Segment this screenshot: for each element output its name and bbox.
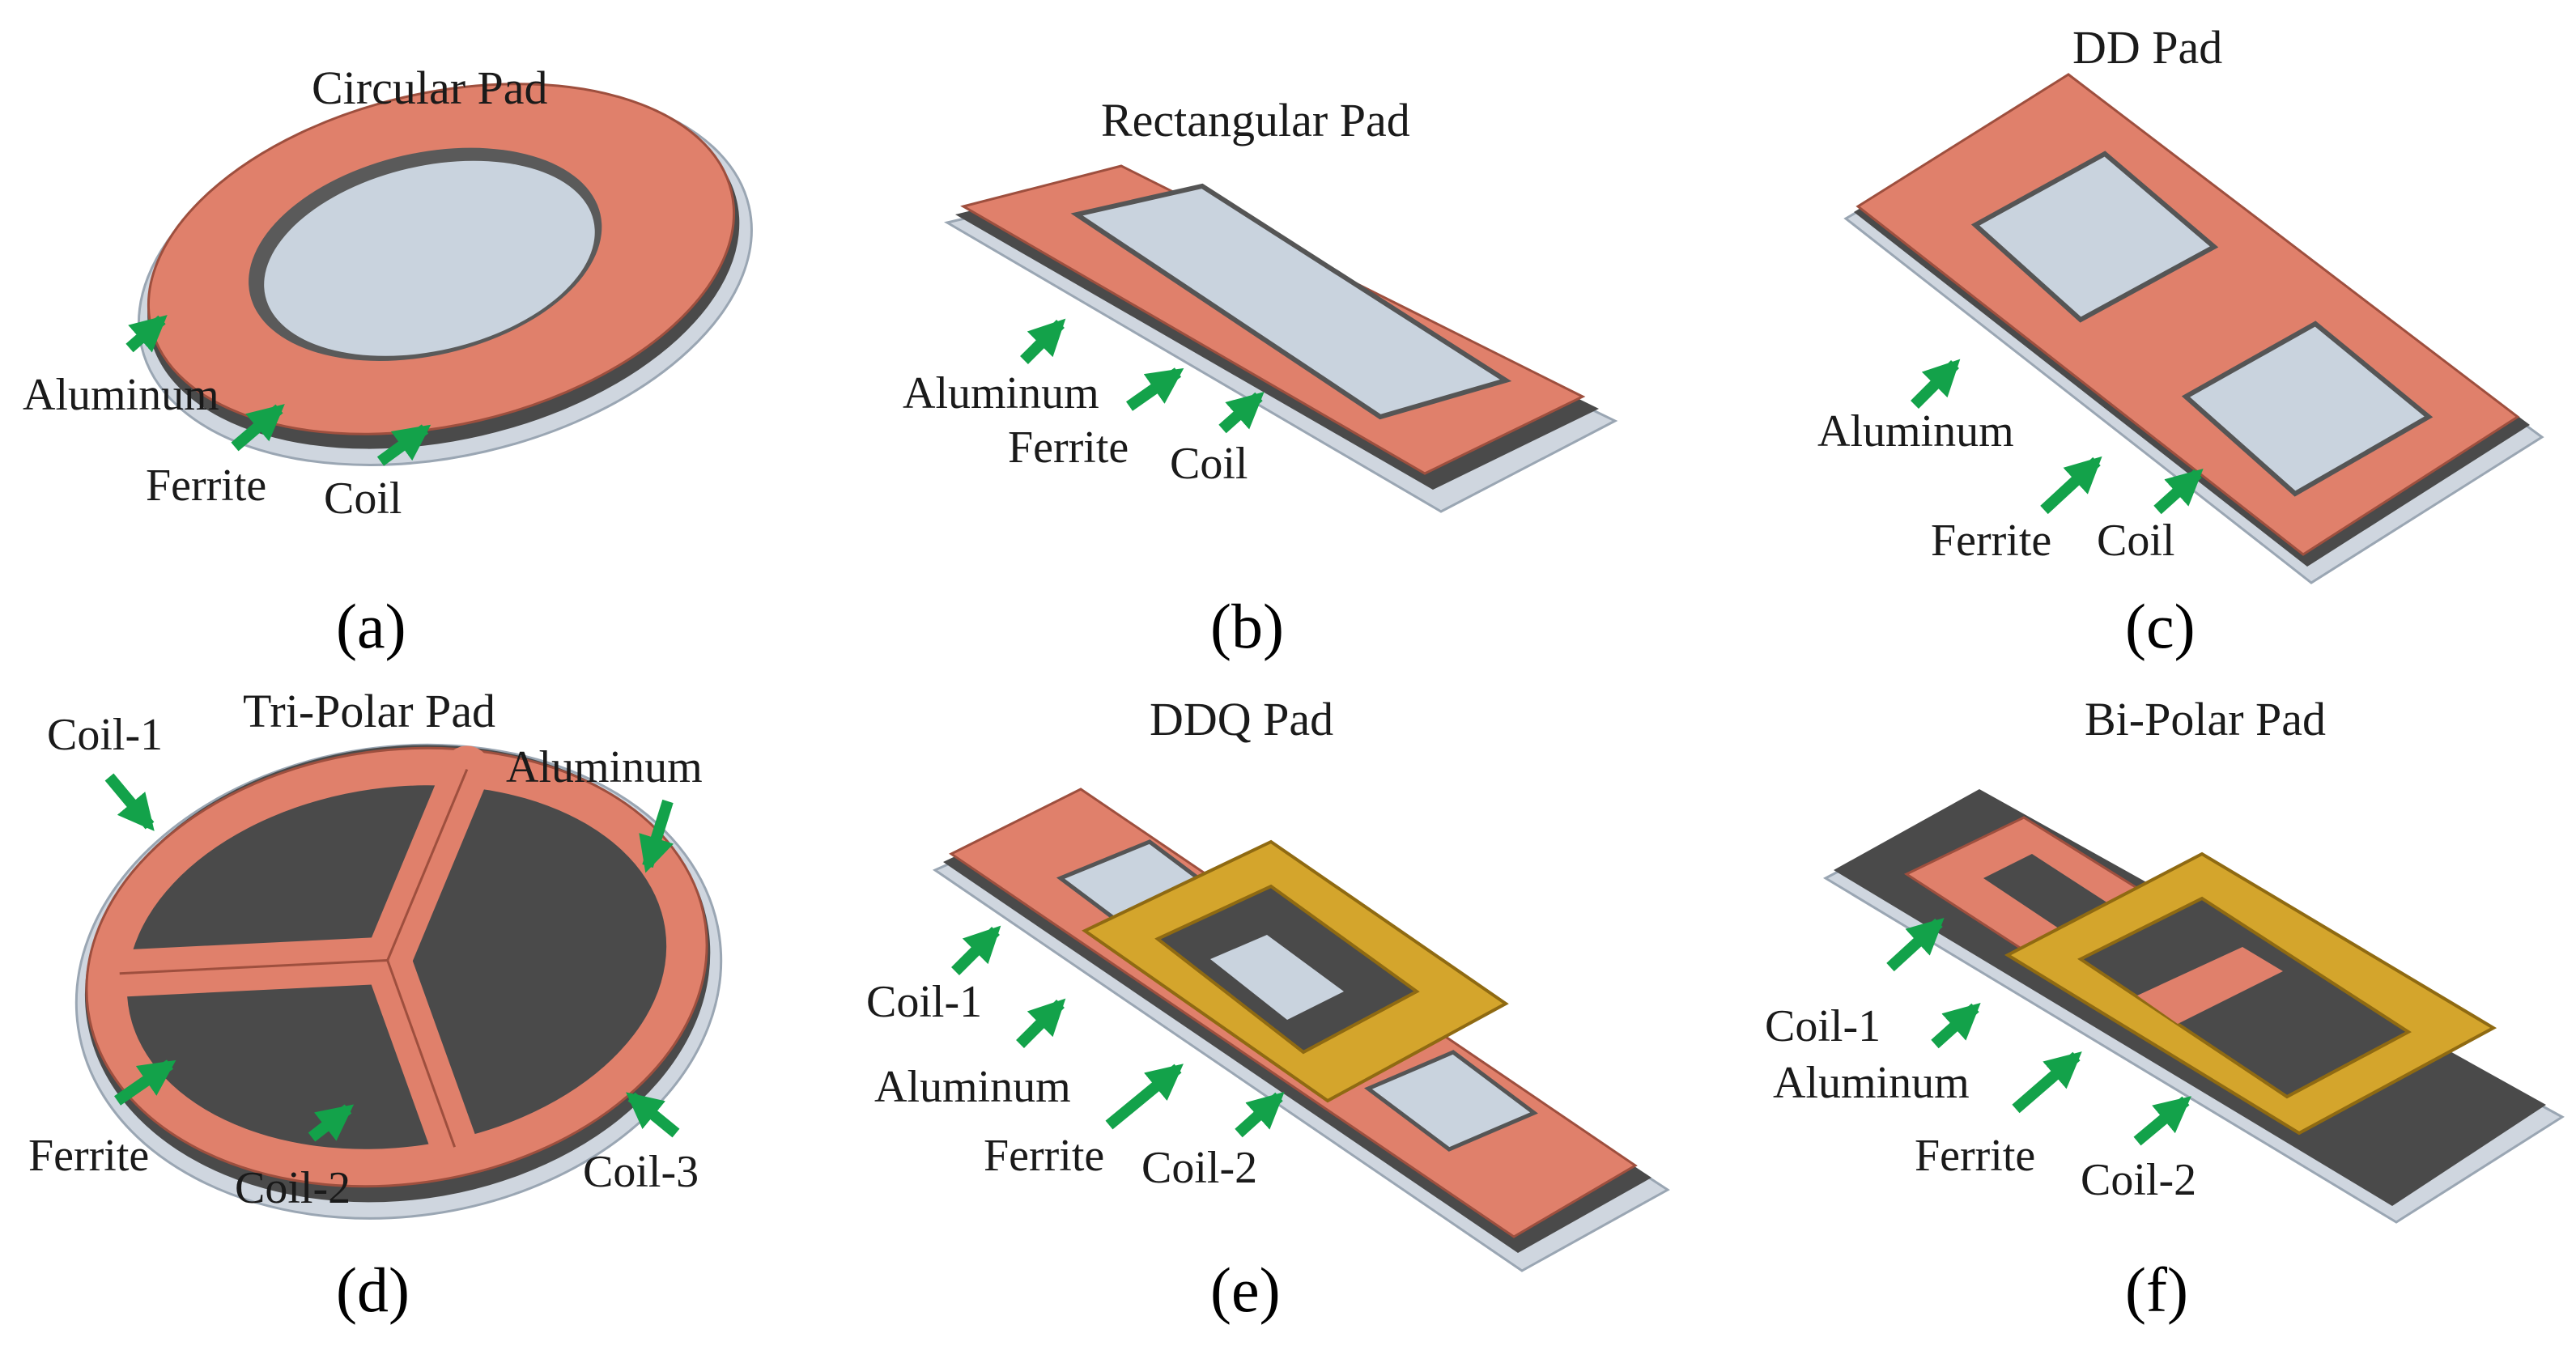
- arrow: [639, 799, 674, 873]
- arrow: [1931, 1003, 1981, 1049]
- arrow: [2012, 1051, 2082, 1114]
- label-aluminum: Aluminum: [903, 368, 1099, 418]
- label-ferrite: Ferrite: [146, 461, 267, 511]
- inner-plate: [264, 160, 595, 356]
- panel-letter: (c): [2125, 591, 2196, 661]
- panel-title: Rectangular Pad: [1101, 94, 1410, 146]
- arrow: [376, 424, 431, 466]
- arrow: [1235, 1092, 1285, 1138]
- arrow: [1218, 392, 1265, 434]
- arrow: [2040, 456, 2102, 515]
- label-ferrite: Ferrite: [1915, 1131, 2036, 1181]
- panel-title: DD Pad: [2072, 21, 2223, 74]
- inner-plate: [1364, 1050, 1538, 1152]
- panel-letter: (a): [336, 591, 406, 661]
- arrow: [626, 1092, 680, 1138]
- dd-pad: [1843, 73, 2544, 584]
- panel-title: Circular Pad: [312, 62, 548, 114]
- arrow: [104, 773, 155, 831]
- panel-letter: (e): [1210, 1255, 1281, 1325]
- panel-letter: (b): [1210, 591, 1284, 661]
- label-ferrite: Ferrite: [28, 1131, 150, 1181]
- arrow: [1911, 359, 1961, 409]
- arrow: [125, 315, 168, 353]
- label-aluminum: Aluminum: [23, 370, 219, 420]
- label-coil-2: Coil-2: [235, 1163, 351, 1213]
- inner-plate: [1970, 151, 2219, 323]
- label-coil: Coil: [2097, 516, 2175, 566]
- coil-gold-inner: [2077, 896, 2412, 1099]
- arrow: [2133, 1096, 2191, 1146]
- label-ferrite: Ferrite: [984, 1131, 1105, 1181]
- arrow: [1105, 1064, 1184, 1130]
- bi-polar-pad: [1822, 789, 2565, 1224]
- inner-plate: [2181, 321, 2434, 497]
- label-aluminum: Aluminum: [506, 742, 703, 792]
- label-coil-2: Coil-2: [2081, 1155, 2197, 1205]
- label-coil: Coil: [1170, 439, 1248, 489]
- arrow: [1886, 917, 1945, 972]
- tri-polar-pad: [74, 743, 723, 1220]
- panel-title: DDQ Pad: [1150, 693, 1334, 745]
- arrow: [1016, 998, 1066, 1048]
- arrow: [1125, 367, 1184, 411]
- label-coil-1: Coil-1: [47, 710, 164, 760]
- label-coil: Coil: [324, 473, 402, 524]
- arrow: [231, 404, 285, 452]
- arrow: [1020, 318, 1066, 364]
- label-aluminum: Aluminum: [874, 1062, 1071, 1112]
- label-coil-1: Coil-1: [866, 977, 983, 1027]
- panel-title: Tri-Polar Pad: [243, 685, 496, 737]
- panel-letter: (f): [2125, 1255, 2188, 1325]
- label-ferrite: Ferrite: [1931, 516, 2052, 566]
- label-aluminum: Aluminum: [1817, 406, 2014, 456]
- panel-letter: (d): [336, 1255, 410, 1325]
- panel-title: Bi-Polar Pad: [2085, 693, 2327, 745]
- inner-plate: [1210, 935, 1344, 1020]
- rectangular-pad: [943, 164, 1618, 513]
- label-coil-2: Coil-2: [1141, 1143, 1258, 1193]
- label-coil-1: Coil-1: [1765, 1001, 1881, 1051]
- coil-1-crossbar: [2137, 947, 2283, 1024]
- circular-pad: [125, 83, 753, 466]
- arrow: [2153, 469, 2204, 515]
- label-coil-3: Coil-3: [583, 1147, 699, 1197]
- label-aluminum: Aluminum: [1773, 1058, 1970, 1108]
- label-ferrite: Ferrite: [1008, 422, 1129, 473]
- arrow: [951, 925, 1001, 975]
- inner-plate: [1070, 183, 1512, 420]
- ddq-pad: [932, 788, 1670, 1272]
- arrow: [114, 1059, 176, 1106]
- arrow: [308, 1104, 355, 1142]
